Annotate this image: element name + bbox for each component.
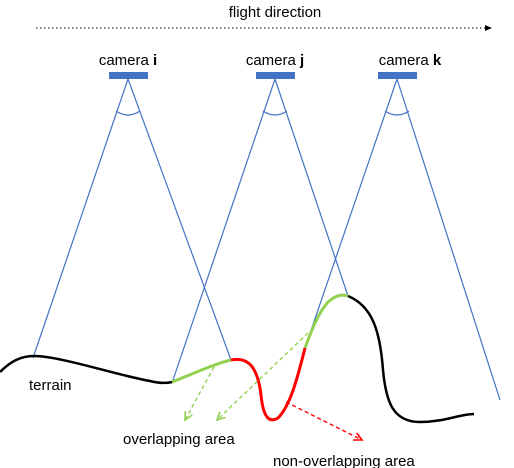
non-overlap-segment: [230, 347, 307, 422]
flight-direction-label: flight direction: [229, 4, 322, 21]
non-overlapping-area-label: non-overlapping area: [273, 453, 415, 468]
camera-k-angle-arc: [384, 110, 410, 116]
camera-j-right-ray: [274, 78, 349, 297]
camera-j-angle-arc: [262, 110, 288, 116]
camera-i-angle-arc: [115, 110, 141, 116]
overlapping-area-label: overlapping area: [123, 431, 235, 448]
camera-i-left-ray: [32, 78, 129, 359]
terrain-label: terrain: [29, 377, 72, 394]
camera-i-right-ray: [127, 78, 232, 361]
camera-i-body: [109, 72, 148, 79]
camera-k-right-ray: [396, 78, 501, 401]
camera-k-left-ray: [304, 78, 398, 349]
overlap-segment-left: [171, 358, 232, 384]
camera-i-label: camera i: [99, 52, 157, 69]
camera-j-body: [256, 72, 295, 79]
camera-k-body: [378, 72, 417, 79]
terrain-right-segment: [347, 294, 475, 424]
non-overlap-arrow: [285, 401, 362, 440]
camera-j-left-ray: [171, 78, 276, 384]
terrain-left-segment: [0, 354, 173, 385]
overlap-arrow-left: [185, 366, 215, 420]
overlap-segment-right: [303, 293, 349, 349]
camera-k-label: camera k: [379, 52, 442, 69]
camera-j-label: camera j: [246, 52, 304, 69]
